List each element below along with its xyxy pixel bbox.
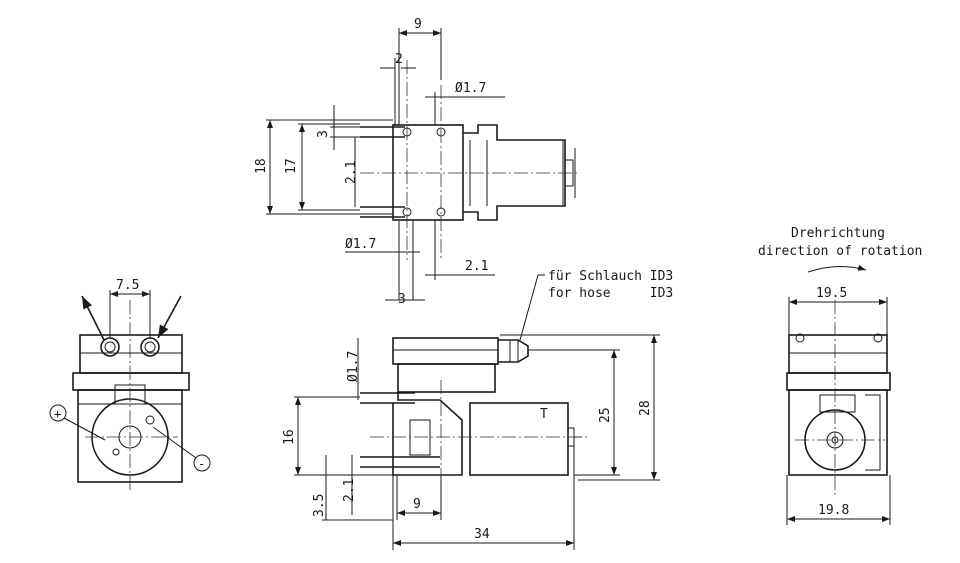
dim-19-5: 19.5 — [816, 286, 847, 301]
dim-dia-top: Ø1.7 — [455, 81, 486, 96]
top-nozzle-lower — [360, 206, 405, 218]
dim-25: 25 — [598, 407, 613, 423]
dim-16: 16 — [282, 429, 297, 445]
dim-dia-side: Ø1.7 — [346, 351, 361, 382]
right-view: Drehrichtung direction of rotation 19.5 … — [758, 226, 922, 525]
dim-9-side: 9 — [413, 497, 421, 512]
dim-28: 28 — [638, 400, 653, 416]
plus-sign: + — [54, 407, 61, 421]
side-motor — [469, 402, 569, 476]
svg-text:T: T — [540, 407, 548, 422]
rotation-arrow — [807, 264, 867, 273]
dim-2-1-bottom: 2.1 — [465, 259, 488, 274]
dim-19-8: 19.8 — [818, 503, 849, 518]
dim-7-5: 7.5 — [116, 278, 139, 293]
left-view: 7.5 + - — [49, 278, 211, 490]
dim-3-bottom: 3 — [398, 292, 406, 307]
minus-sign: - — [198, 457, 205, 471]
dim-18: 18 — [254, 158, 269, 174]
dim-17: 17 — [284, 158, 299, 174]
rotation-label-en: direction of rotation — [758, 244, 922, 259]
hose-label-en: for hose ID3 — [548, 286, 673, 301]
top-body — [392, 124, 464, 221]
dim-3-5: 3.5 — [312, 494, 327, 517]
dim-2-top: 2 — [395, 52, 403, 67]
dim-dia-bottom: Ø1.7 — [345, 237, 376, 252]
dim-2-1-left: 2.1 — [344, 161, 359, 184]
rotation-label-de: Drehrichtung — [791, 226, 885, 241]
hose-label-de: für Schlauch ID3 — [548, 269, 673, 284]
dim-9-top: 9 — [414, 17, 422, 32]
top-motor — [463, 124, 566, 221]
dim-2-1-side: 2.1 — [342, 479, 357, 502]
top-nozzle-upper — [360, 126, 405, 138]
dim-3-left: 3 — [316, 130, 331, 138]
dim-34: 34 — [474, 527, 490, 542]
hose-annotation: für Schlauch ID3 for hose ID3 — [519, 269, 673, 341]
top-view: 9 2 Ø1.7 3 18 17 2.1 Ø1.7 — [254, 17, 580, 307]
side-view: T Ø1.7 16 3.5 2.1 9 34 — [282, 334, 660, 550]
